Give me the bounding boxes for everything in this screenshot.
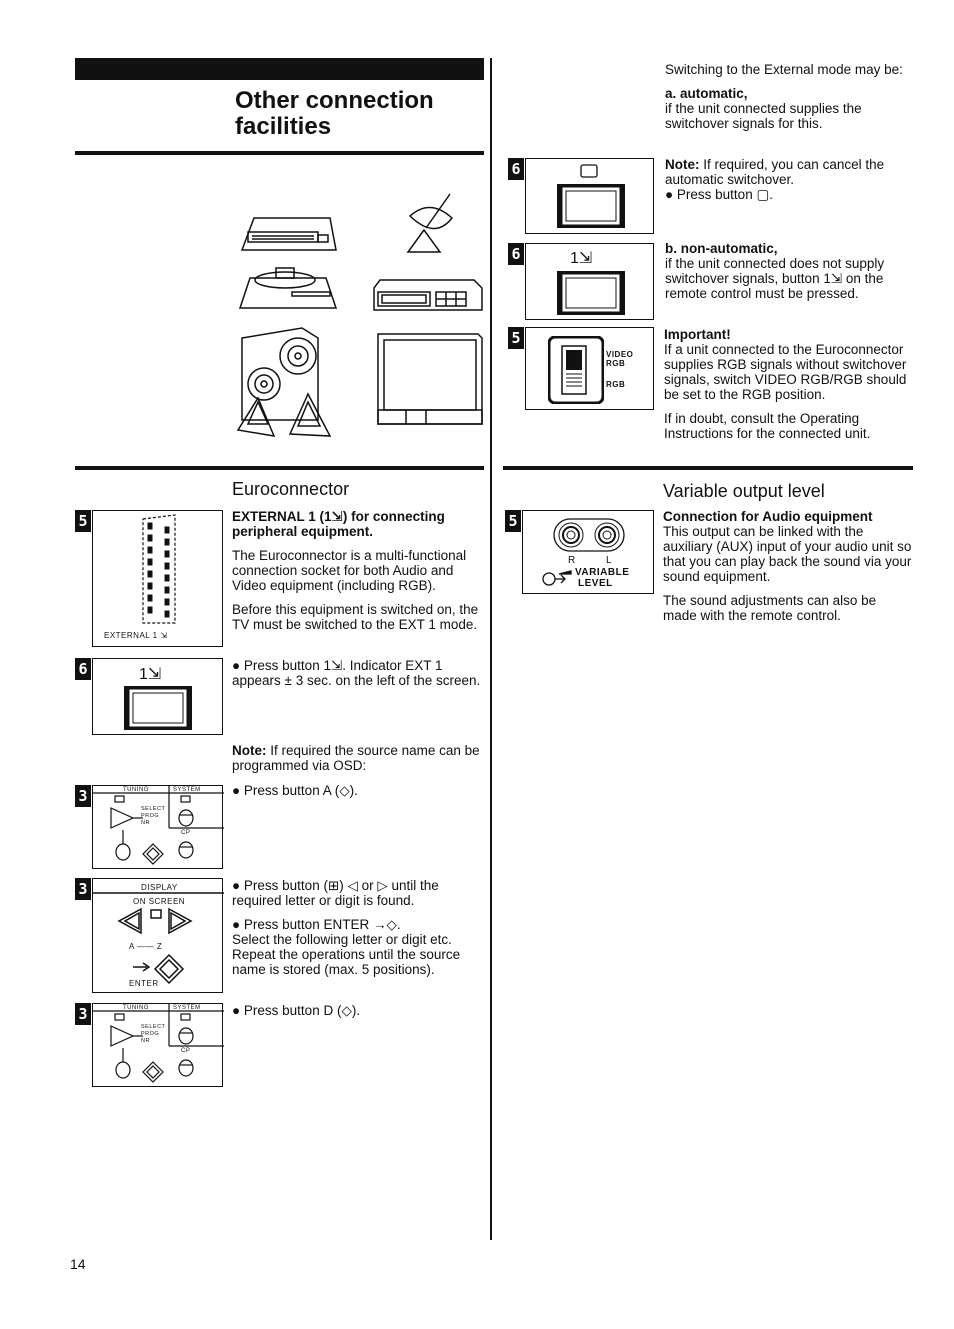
nonauto-text: b. non-automatic, if the unit connected … — [665, 241, 910, 301]
audio-paragraph-1: This output can be linked with the auxil… — [663, 524, 912, 584]
title-rule — [75, 151, 484, 155]
tuning-panel-a: TUNING SYSTEM SELECT PROG NR CP — [92, 785, 224, 869]
variable-output-figure: R L VARIABLE LEVEL — [522, 510, 654, 594]
remote-buttons-d-icon — [93, 1004, 224, 1083]
tv-screen-icon — [557, 271, 625, 315]
cp-label-d: CP — [181, 1048, 191, 1054]
audio-connection-text: Connection for Audio equipment This outp… — [663, 509, 913, 632]
cancel-note-text: If required, you can cancel the automati… — [665, 157, 885, 187]
badge-5-euro: 5 — [75, 510, 91, 532]
euroconnector-text: EXTERNAL 1 (1⇲) for connecting periphera… — [232, 509, 482, 641]
tv-screen-icon — [124, 686, 192, 730]
cancel-note-bullet: ● Press button ▢. — [665, 187, 773, 202]
arrow-enter-buttons-icon — [93, 892, 224, 985]
remote-buttons-a-icon — [93, 786, 224, 865]
nonauto-key-label: 1⇲ — [570, 250, 593, 267]
rgb-label: RGB — [606, 380, 626, 389]
osd-note: Note: If required the source name can be… — [232, 743, 482, 773]
badge-6-nonauto: 6 — [508, 243, 524, 265]
step-arrows: ● Press button (⊞) ◁ or ▷ until the requ… — [232, 878, 439, 908]
automatic-heading: a. automatic, — [665, 86, 748, 101]
page-number: 14 — [70, 1256, 86, 1272]
ext1-screen-figure: 1⇲ — [92, 658, 223, 735]
step-enter-2: Select the following letter or digit etc… — [232, 932, 461, 977]
scart-socket-icon — [142, 514, 176, 624]
cp-label-a: CP — [181, 830, 191, 836]
enter-label: ENTER — [129, 979, 159, 988]
on-screen-label: ON SCREEN — [133, 897, 186, 906]
badge-3-display: 3 — [75, 878, 91, 900]
external-intro: Switching to the External mode may be: — [665, 62, 903, 77]
important-heading: Important! — [664, 327, 731, 342]
rgb-switch-figure: VIDEO RGB RGB — [525, 327, 654, 410]
nonauto-paragraph: if the unit connected does not supply sw… — [665, 256, 885, 301]
page-title-line2: facilities — [235, 113, 332, 140]
column-divider — [490, 58, 492, 1240]
audio-paragraph-2: The sound adjustments can also be made w… — [663, 593, 877, 623]
variable-section-rule — [503, 466, 913, 470]
step-enter-1: ● Press button ENTER →◇. — [232, 917, 401, 932]
variable-label: VARIABLE — [575, 567, 630, 578]
variable-output-title: Variable output level — [663, 481, 825, 501]
select-prog-label-a: SELECT PROG NR — [141, 806, 166, 826]
badge-6-auto: 6 — [508, 158, 524, 180]
euro-paragraph-2: Before this equipment is switched on, th… — [232, 602, 479, 632]
a-z-label: A —— Z — [129, 942, 163, 951]
osd-note-label: Note: — [232, 743, 267, 758]
variable-level-icon — [542, 570, 572, 586]
nonauto-heading: b. non-automatic, — [665, 241, 778, 256]
badge-5-rgb: 5 — [508, 327, 524, 349]
l-label: L — [606, 555, 613, 566]
tuning-panel-d: TUNING SYSTEM SELECT PROG NR CP — [92, 1003, 224, 1087]
audio-heading: Connection for Audio equipment — [663, 509, 873, 524]
cancel-button-icon — [580, 164, 598, 178]
select-prog-label-d: SELECT PROG NR — [141, 1024, 166, 1044]
system-label-a: SYSTEM — [173, 787, 201, 793]
rl-jacks-icon — [553, 518, 625, 552]
ext1-key-label: 1⇲ — [139, 666, 162, 683]
important-text: Important! If a unit connected to the Eu… — [664, 327, 910, 450]
level-label: LEVEL — [578, 578, 613, 589]
badge-3-tuning-d: 3 — [75, 1003, 91, 1025]
right-text-top: Switching to the External mode may be: a… — [665, 62, 910, 140]
equipment-illustration — [236, 193, 483, 437]
system-label-d: SYSTEM — [173, 1005, 201, 1011]
step-button-a: ● Press button A (◇). — [232, 783, 358, 798]
nonauto-figure: 1⇲ — [525, 243, 654, 320]
euroconnector-figure: EXTERNAL 1 ⇲ — [92, 510, 223, 647]
external1-label: EXTERNAL 1 ⇲ — [104, 631, 168, 640]
r-label: R — [568, 555, 576, 566]
tv-screen-icon — [557, 184, 625, 228]
important-paragraph: If a unit connected to the Euroconnector… — [664, 342, 907, 402]
badge-6-ext: 6 — [75, 658, 91, 680]
euro-section-rule — [75, 466, 484, 470]
osd-note-text: If required the source name can be progr… — [232, 743, 480, 773]
euroconnector-title: Euroconnector — [232, 479, 350, 499]
rgb-switch-icon — [548, 336, 604, 404]
euro-heading: EXTERNAL 1 (1⇲) for connecting periphera… — [232, 509, 445, 539]
display-label: DISPLAY — [141, 883, 178, 892]
ext1-step: ● Press button 1⇲. Indicator EXT 1 appea… — [232, 658, 481, 688]
tuning-label-d: TUNING — [123, 1005, 149, 1011]
page-title: Other connection facilities — [235, 88, 434, 140]
variable-level-label: VARIABLE LEVEL — [575, 567, 629, 589]
tuning-label-a: TUNING — [123, 787, 149, 793]
doubt-paragraph: If in doubt, consult the Operating Instr… — [664, 411, 871, 441]
auto-cancel-figure — [525, 158, 654, 234]
euro-paragraph-1: The Euroconnector is a multi-functional … — [232, 548, 467, 593]
step-button-d: ● Press button D (◇). — [232, 1003, 361, 1018]
badge-3-tuning-a: 3 — [75, 785, 91, 807]
page-title-line1: Other connection — [235, 87, 434, 114]
top-black-band — [75, 58, 484, 80]
video-rgb-label: VIDEO RGB — [606, 350, 634, 368]
display-onscreen-panel: DISPLAY ON SCREEN A —— Z ENTER — [92, 878, 224, 993]
display-steps: ● Press button (⊞) ◁ or ▷ until the requ… — [232, 878, 482, 977]
cancel-note: Note: If required, you can cancel the au… — [665, 157, 910, 202]
badge-5-variable: 5 — [505, 510, 521, 532]
cancel-note-label: Note: — [665, 157, 700, 172]
automatic-text: if the unit connected supplies the switc… — [665, 101, 862, 131]
